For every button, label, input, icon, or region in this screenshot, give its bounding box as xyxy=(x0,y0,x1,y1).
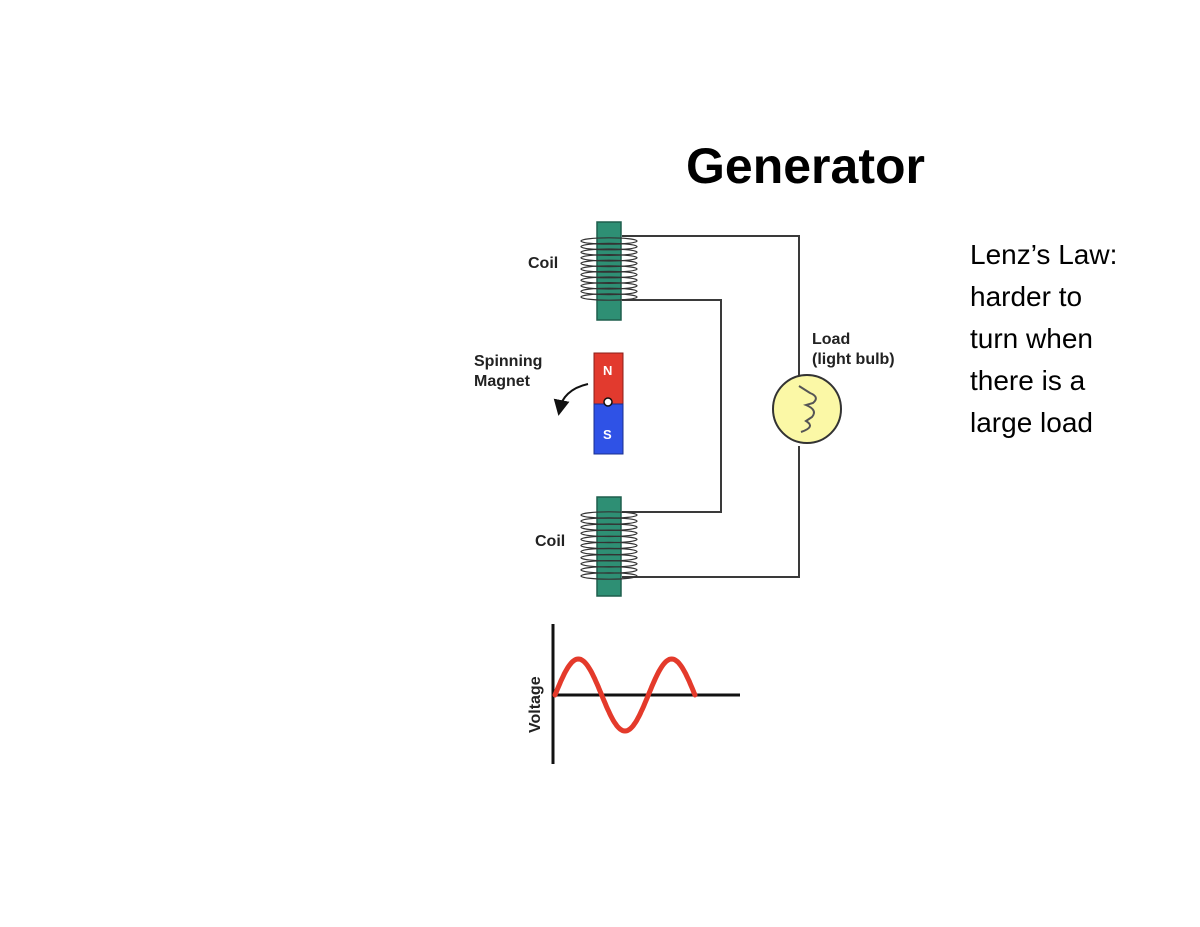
load-label-line2: (light bulb) xyxy=(812,351,895,368)
bulb-filament-icon xyxy=(798,385,817,433)
coil-winding xyxy=(580,281,638,290)
coil-winding xyxy=(580,259,638,268)
bottom-coil-label: Coil xyxy=(535,533,565,550)
coil-winding xyxy=(580,237,638,245)
coil-winding xyxy=(580,265,638,273)
magnet-label-line1: Spinning xyxy=(474,353,542,370)
top-coil xyxy=(580,221,638,321)
rotation-arrow-icon xyxy=(553,383,589,416)
coil-winding xyxy=(580,270,638,279)
coil-winding xyxy=(580,253,638,262)
bulb-body xyxy=(772,374,842,444)
magnet-pivot xyxy=(603,397,613,407)
magnet-south-half xyxy=(593,403,624,455)
top-coil-windings xyxy=(580,237,638,301)
coil-winding xyxy=(580,287,638,296)
coil-winding xyxy=(580,293,638,301)
lenz-law-note: Lenz’s Law: harder to turn when there is… xyxy=(970,234,1190,444)
load-label-line1: Load xyxy=(812,331,850,348)
bottom-coil xyxy=(580,496,638,597)
light-bulb xyxy=(772,374,842,444)
graph-axis-label: Voltage xyxy=(527,676,544,733)
voltage-wave xyxy=(552,656,698,734)
magnet-label-line2: Magnet xyxy=(474,373,531,390)
coil-winding xyxy=(580,572,638,580)
note-line-3: turn when xyxy=(970,323,1093,354)
spinning-magnet: N S xyxy=(593,352,624,455)
note-line-1: Lenz’s Law: xyxy=(970,239,1118,270)
voltage-graph: Voltage xyxy=(527,624,740,764)
coil-winding xyxy=(580,242,638,251)
top-coil-label: Coil xyxy=(528,255,558,272)
coil-winding xyxy=(580,276,638,285)
coil-winding xyxy=(580,248,638,257)
note-line-4: there is a xyxy=(970,365,1086,396)
wire-inner-loop xyxy=(622,299,722,513)
note-line-5: large load xyxy=(970,407,1093,438)
bottom-coil-windings xyxy=(580,511,638,580)
note-line-2: harder to xyxy=(970,281,1083,312)
magnet-north-half xyxy=(593,352,624,405)
wire-top-outer xyxy=(622,235,800,378)
wire-bottom-outer xyxy=(622,446,800,578)
slide-title: Generator xyxy=(686,138,925,194)
south-pole-label: S xyxy=(603,427,612,442)
circuit-wires xyxy=(622,235,800,578)
north-pole-label: N xyxy=(603,363,612,378)
